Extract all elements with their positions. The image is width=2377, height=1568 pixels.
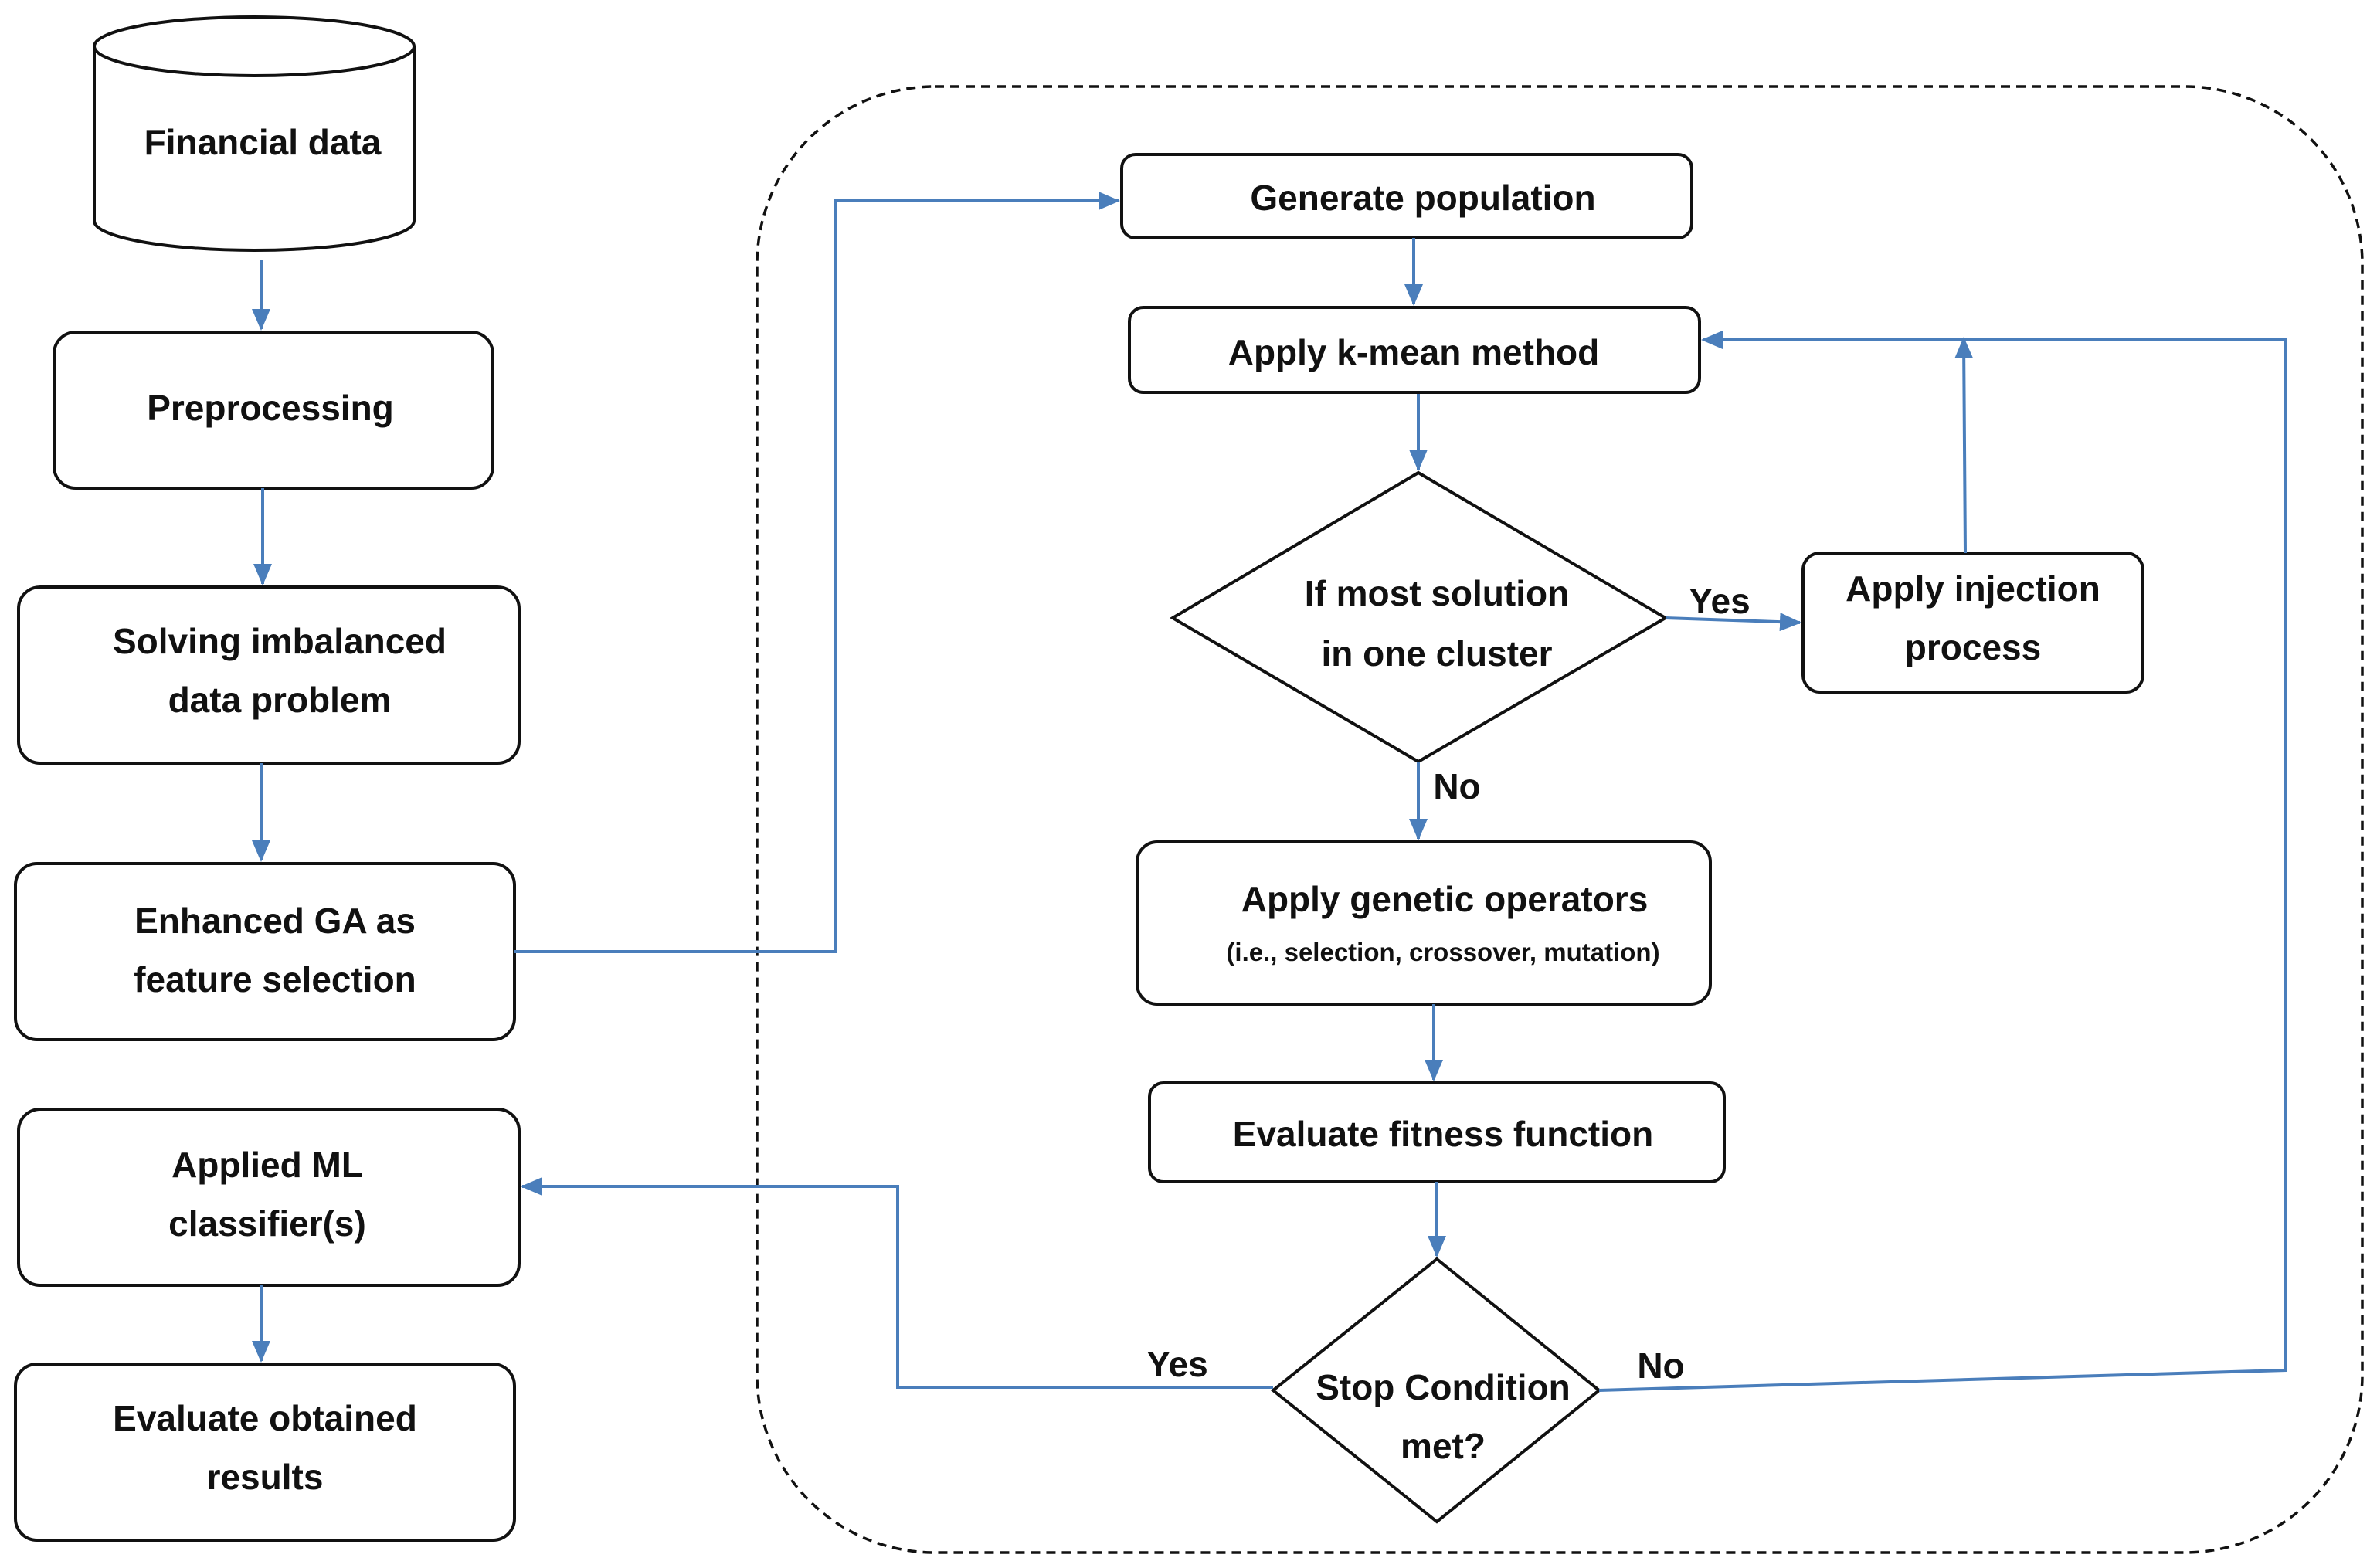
enhanced-ga-label-line2: feature selection (134, 959, 416, 1000)
arrow-stop-yes-to-applied-ml (521, 1177, 1273, 1389)
apply-injection-node: Apply injection process (1801, 552, 2144, 694)
apply-injection-label-line2: process (1905, 627, 2041, 667)
evaluate-fitness-node: Evaluate fitness function (1148, 1081, 1726, 1183)
applied-ml-node: Applied ML classifier(s) (17, 1108, 521, 1287)
apply-kmean-label: Apply k-mean method (1228, 332, 1600, 372)
financial-data-label: Financial data (144, 122, 382, 162)
preprocessing-node: Preprocessing (53, 331, 494, 490)
evaluate-results-label-line2: results (207, 1457, 324, 1497)
applied-ml-label-line1: Applied ML (171, 1145, 363, 1185)
preprocessing-label: Preprocessing (147, 388, 394, 428)
cluster-decision-label-line2: in one cluster (1321, 633, 1552, 674)
arrow-injection-to-kmean (1954, 337, 1974, 554)
stop-condition-node: Stop Condition met? (1270, 1257, 1602, 1524)
generate-population-node: Generate population (1120, 153, 1693, 239)
apply-genetic-label: Apply genetic operators (1241, 879, 1649, 919)
apply-genetic-detail: (i.e., selection, crossover, mutation) (1226, 938, 1659, 966)
evaluate-results-label-line1: Evaluate obtained (113, 1398, 417, 1438)
applied-ml-label-line2: classifier(s) (168, 1203, 366, 1244)
cluster-decision-label-line1: If most solution (1305, 573, 1569, 613)
ga-loop-container (756, 85, 2364, 1554)
apply-injection-label-line1: Apply injection (1846, 568, 2100, 609)
evaluate-results-node: Evaluate obtained results (14, 1363, 516, 1542)
cluster-decision-node: If most solution in one cluster (1170, 470, 1669, 764)
arrow-decision-yes-to-injection (1665, 613, 1801, 632)
stop-yes-label: Yes (1146, 1344, 1207, 1384)
apply-genetic-node: Apply genetic operators (i.e., selection… (1136, 840, 1712, 1006)
enhanced-ga-label-line1: Enhanced GA as (134, 901, 416, 941)
stop-condition-label-line1: Stop Condition (1316, 1367, 1571, 1407)
evaluate-fitness-label: Evaluate fitness function (1233, 1114, 1653, 1154)
solving-imbalanced-label-line1: Solving imbalanced (113, 621, 447, 661)
enhanced-ga-node: Enhanced GA as feature selection (14, 862, 516, 1041)
arrow-stop-no-to-kmean (1598, 331, 2287, 1392)
apply-kmean-node: Apply k-mean method (1128, 306, 1701, 394)
cluster-yes-label: Yes (1689, 581, 1750, 621)
stop-no-label: No (1637, 1346, 1684, 1386)
solving-imbalanced-node: Solving imbalanced data problem (17, 585, 521, 765)
generate-population-label: Generate population (1250, 178, 1595, 218)
stop-condition-label-line2: met? (1401, 1426, 1486, 1466)
cluster-no-label: No (1433, 766, 1480, 806)
arrow-enhanced-to-generate (514, 192, 1120, 953)
solving-imbalanced-label-line2: data problem (168, 680, 392, 720)
financial-data-node: Financial data (93, 15, 416, 252)
